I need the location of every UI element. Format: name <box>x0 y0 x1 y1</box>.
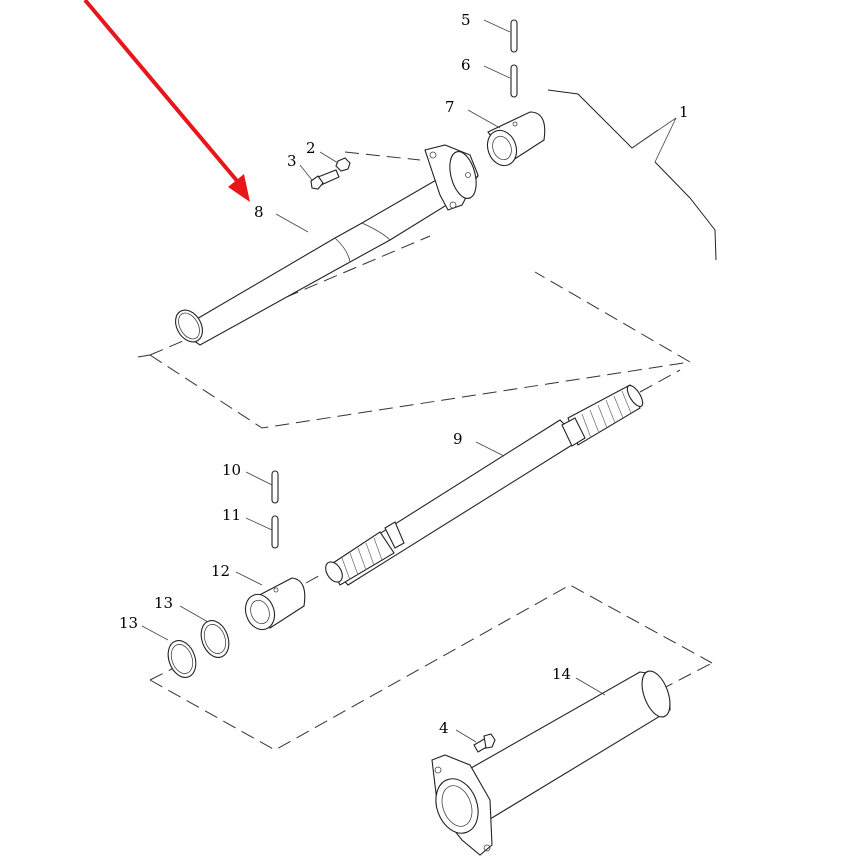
callout-labels: 1 2 3 4 5 6 7 8 9 10 11 12 13 13 14 <box>119 11 689 737</box>
nut-part-2 <box>335 157 351 172</box>
callout-3: 3 <box>287 152 297 170</box>
tube-housing-part-14 <box>431 670 671 856</box>
coupling-sleeve-part-12 <box>244 577 306 631</box>
pin-part-6 <box>510 64 518 98</box>
shaft-axis-line <box>305 369 681 584</box>
callout-6: 6 <box>461 56 471 74</box>
splined-shaft-part-9 <box>325 384 644 586</box>
callout-9: 9 <box>453 430 463 448</box>
callout-10: 10 <box>222 461 241 479</box>
housing-edge <box>547 89 717 261</box>
spline-teeth-left <box>341 537 383 581</box>
pin-part-11 <box>271 515 279 549</box>
callout-8: 8 <box>254 203 264 221</box>
bolt-part-4 <box>473 733 496 753</box>
callout-5: 5 <box>461 11 471 29</box>
callout-7: 7 <box>445 98 455 116</box>
snap-ring-part-13-a <box>200 620 230 658</box>
callout-13-lower: 13 <box>119 614 138 632</box>
callout-13-upper: 13 <box>154 594 173 612</box>
snap-ring-part-13-b <box>167 640 197 678</box>
callout-4: 4 <box>439 719 449 737</box>
callout-12: 12 <box>211 562 230 580</box>
coupling-sleeve-part-7 <box>486 111 546 167</box>
pin-part-10 <box>271 470 279 504</box>
tube-housing-part-8 <box>175 144 479 346</box>
spline-teeth-right <box>581 390 632 439</box>
callout-1: 1 <box>679 103 689 121</box>
pin-part-5 <box>510 19 518 53</box>
callout-11: 11 <box>222 506 241 524</box>
leader-lines <box>141 19 606 743</box>
callout-2: 2 <box>306 139 316 157</box>
callout-14: 14 <box>552 665 571 683</box>
red-highlight-arrow <box>83 0 250 202</box>
bolt-part-3 <box>310 169 340 190</box>
